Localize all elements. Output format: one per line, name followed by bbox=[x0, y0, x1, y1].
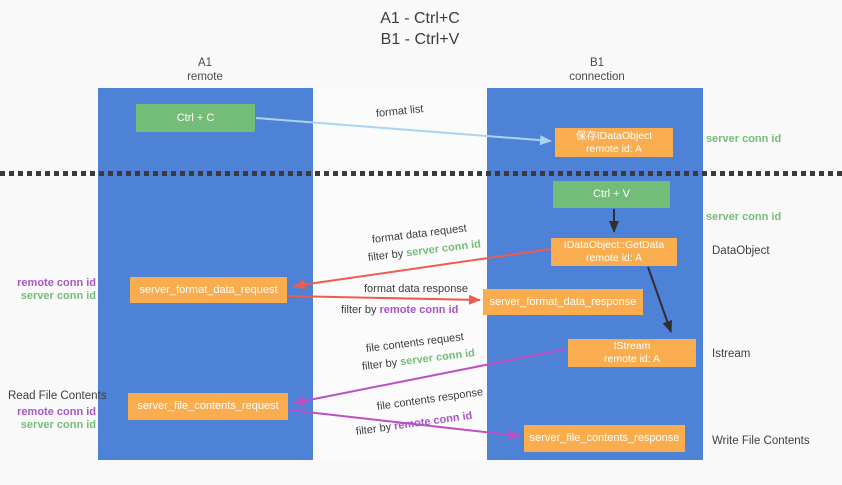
format-data-request-arrow bbox=[293, 248, 552, 290]
node-save-idataobject: 保存IDataObject remote id: A bbox=[555, 128, 673, 157]
lane-a1-sub: remote bbox=[187, 71, 223, 83]
node-ctrl-c: Ctrl + C bbox=[136, 104, 255, 132]
lane-b1-name: B1 bbox=[589, 57, 605, 69]
between-lanes-strip bbox=[313, 88, 487, 460]
node-file-req-label: server_file_contents_request bbox=[137, 400, 279, 412]
lane-b1-sub: connection bbox=[569, 71, 625, 83]
read-file-contents-label: Read File Contents bbox=[8, 390, 107, 402]
lane-header-b1: B1 connection bbox=[537, 56, 657, 84]
filter-by-text: filter by bbox=[341, 304, 380, 316]
file-contents-request-arrow bbox=[293, 348, 567, 406]
server-conn-id-label-upper: server conn id bbox=[20, 290, 96, 302]
node-idataobject-getdata: IDataObject::GetData remote id: A bbox=[551, 238, 677, 266]
title-line-1: A1 - Ctrl+C bbox=[380, 10, 460, 27]
dataobject-side-label: DataObject bbox=[712, 245, 770, 257]
lane-header-a1: A1 remote bbox=[145, 56, 265, 84]
left-conn-ids-upper: remote conn id server conn id bbox=[10, 277, 96, 303]
server-conn-id-label-top: server conn id bbox=[706, 133, 782, 145]
diagram-title: A1 - Ctrl+C B1 - Ctrl+V bbox=[320, 8, 520, 50]
node-server-format-data-response: server_format_data_response bbox=[483, 289, 643, 315]
format-data-response-label: format data response bbox=[364, 283, 468, 295]
remote-conn-id-inline: remote conn id bbox=[379, 304, 459, 316]
node-ctrl-c-label: Ctrl + C bbox=[176, 111, 215, 124]
server-conn-id-label-mid: server conn id bbox=[706, 211, 782, 223]
node-fmt-resp-label: server_format_data_response bbox=[489, 295, 637, 308]
istream-side-label: Istream bbox=[712, 348, 751, 360]
format-data-response-arrow bbox=[287, 294, 481, 305]
node-file-resp-label: server_file_contents_response bbox=[529, 432, 680, 444]
left-conn-ids-lower: remote conn id server conn id bbox=[10, 406, 96, 432]
node-getdata-line1: IDataObject::GetData bbox=[563, 239, 665, 251]
node-server-format-data-request: server_format_data_request bbox=[130, 277, 287, 303]
remote-conn-id-label-lower: remote conn id bbox=[17, 406, 96, 418]
node-istream: IStream remote id: A bbox=[568, 339, 696, 367]
format-list-arrow bbox=[255, 117, 552, 146]
file-contents-response-arrow bbox=[288, 409, 521, 440]
lane-a1-name: A1 bbox=[197, 57, 213, 69]
node-server-file-contents-request: server_file_contents_request bbox=[128, 393, 288, 420]
getdata-to-istream-arrow bbox=[647, 266, 673, 333]
write-file-contents-label: Write File Contents bbox=[712, 435, 810, 447]
remote-conn-id-label-upper: remote conn id bbox=[17, 277, 96, 289]
dotted-divider-line bbox=[0, 171, 842, 176]
node-save-line1: 保存IDataObject bbox=[575, 129, 653, 142]
title-line-2: B1 - Ctrl+V bbox=[380, 31, 460, 48]
server-conn-id-label-lower: server conn id bbox=[20, 419, 96, 431]
node-istream-line2: remote id: A bbox=[603, 353, 661, 365]
node-fmt-req-label: server_format_data_request bbox=[139, 283, 278, 296]
filter-by-remote-conn-id-1: filter by remote conn id bbox=[341, 304, 458, 316]
node-ctrl-v-label: Ctrl + V bbox=[593, 188, 630, 200]
node-getdata-line2: remote id: A bbox=[585, 252, 643, 264]
node-server-file-contents-response: server_file_contents_response bbox=[524, 425, 685, 452]
node-save-line2: remote id: A bbox=[585, 142, 643, 155]
node-ctrl-v: Ctrl + V bbox=[553, 181, 670, 208]
node-istream-line1: IStream bbox=[613, 340, 651, 352]
